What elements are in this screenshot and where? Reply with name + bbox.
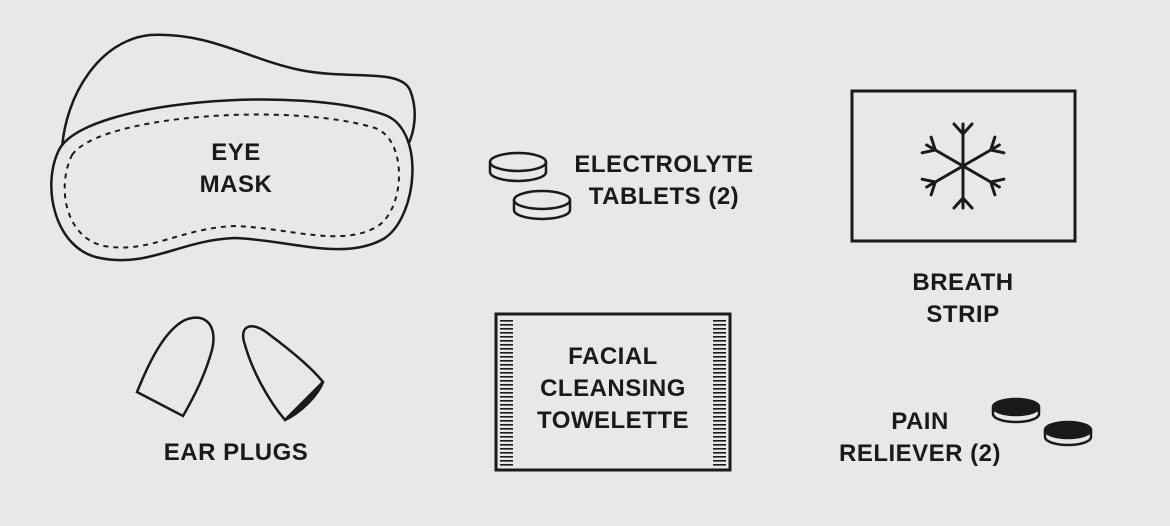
snowflake-icon [920,122,1006,210]
eye-mask-label: EYE MASK [176,137,296,201]
eye-mask-icon [50,33,416,262]
towelette-label: FACIAL CLEANSING TOWELETTE [518,341,708,437]
ear-plugs-label-line1: EAR PLUGS [163,439,309,466]
electrolyte-label: ELECTROLYTE TABLETS (2) [566,149,762,213]
eye-mask-label-line2: MASK [199,171,273,198]
electrolyte-label-line2: TABLETS (2) [588,183,740,210]
breath-strip-icon [850,89,1077,243]
pain-reliever-label-line1: PAIN [891,408,949,435]
pain-reliever-label: PAIN RELIEVER (2) [828,406,1012,470]
towelette-label-line1: FACIAL [568,343,658,370]
tablets-icon [488,151,572,221]
breath-strip-label-line1: BREATH [912,269,1014,296]
pills-icon [991,397,1093,447]
towelette-icon [494,312,732,472]
breath-strip-label-line2: STRIP [926,301,1000,328]
towelette-label-line3: TOWELETTE [536,407,690,434]
ear-plugs-icon [135,316,325,422]
eye-mask-label-line1: EYE [211,139,261,166]
towelette-label-line2: CLEANSING [540,375,686,402]
breath-strip-label: BREATH STRIP [893,267,1033,331]
electrolyte-label-line1: ELECTROLYTE [574,151,754,178]
pain-reliever-label-line2: RELIEVER (2) [838,440,1002,467]
ear-plugs-label: EAR PLUGS [150,437,322,469]
